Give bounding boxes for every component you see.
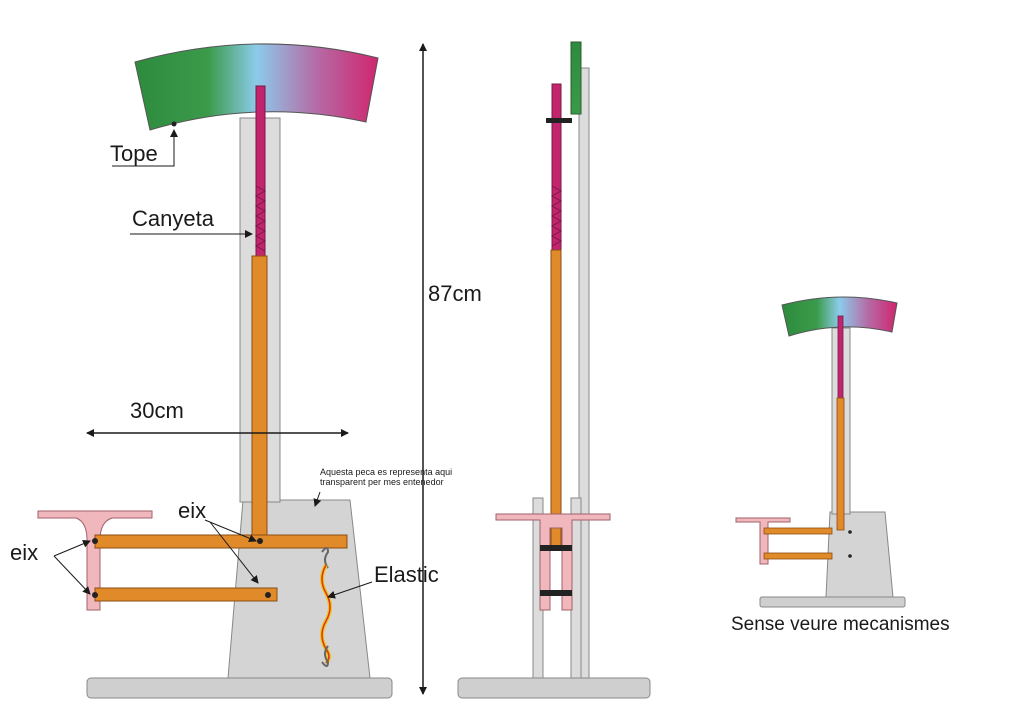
front-vertical-lever (251, 255, 268, 547)
pivot-dot (848, 554, 852, 558)
front-base (86, 677, 393, 699)
front-spring (254, 185, 267, 252)
eix-center-leader (204, 519, 257, 543)
front-lower-lever (94, 587, 278, 602)
eix-center-leader (209, 521, 259, 584)
eix-center-label: eix (178, 498, 206, 523)
small-upper-lever (763, 527, 833, 535)
side-rod-clamp (546, 118, 572, 123)
eix-left-label: eix (10, 540, 38, 565)
front-elastic (320, 547, 332, 667)
side-axle-upper (540, 545, 572, 551)
small-vertical-lever (836, 397, 845, 531)
width-label: 30cm (130, 398, 184, 423)
front-upper-lever (94, 534, 348, 549)
small-pointer-rod (837, 315, 844, 399)
side-base (457, 677, 651, 699)
side-scale (570, 41, 582, 115)
tope-leader (112, 129, 178, 167)
side-spring (550, 185, 563, 247)
small-view-caption: Sense veure mecanismes (731, 614, 950, 635)
front-view: Tope Canyeta 30cm eix eix Elastic Aquest… (10, 43, 452, 699)
front-pedal (37, 510, 153, 611)
tope-stop (171, 121, 177, 127)
pivot-dot (92, 592, 98, 598)
side-vertical-lever (550, 249, 562, 551)
pivot-dot (257, 538, 263, 544)
side-view (457, 41, 651, 699)
side-axle-lower (540, 590, 572, 596)
eix-left-leader (53, 555, 91, 595)
elastic-label: Elastic (374, 562, 439, 587)
pivot-dot (848, 530, 852, 534)
tope-label: Tope (110, 141, 158, 166)
small-view: Sense veure mecanismes (731, 296, 950, 635)
note-line-2: transparent per mes entenedor (320, 477, 444, 487)
small-pedestal (825, 511, 894, 598)
height-label: 87cm (428, 281, 482, 306)
side-post (578, 67, 590, 679)
note-leader (313, 491, 322, 507)
canyeta-label: Canyeta (132, 206, 215, 231)
pivot-dot (265, 592, 271, 598)
eix-left-leader (53, 540, 91, 557)
pivot-dot (92, 538, 98, 544)
side-pedal (495, 513, 611, 611)
small-lower-lever (763, 552, 833, 560)
small-pedal (735, 517, 791, 565)
note-line-1: Aquesta peca es representa aqui (320, 467, 452, 477)
elastic-leader (327, 581, 373, 599)
small-base (759, 596, 906, 608)
